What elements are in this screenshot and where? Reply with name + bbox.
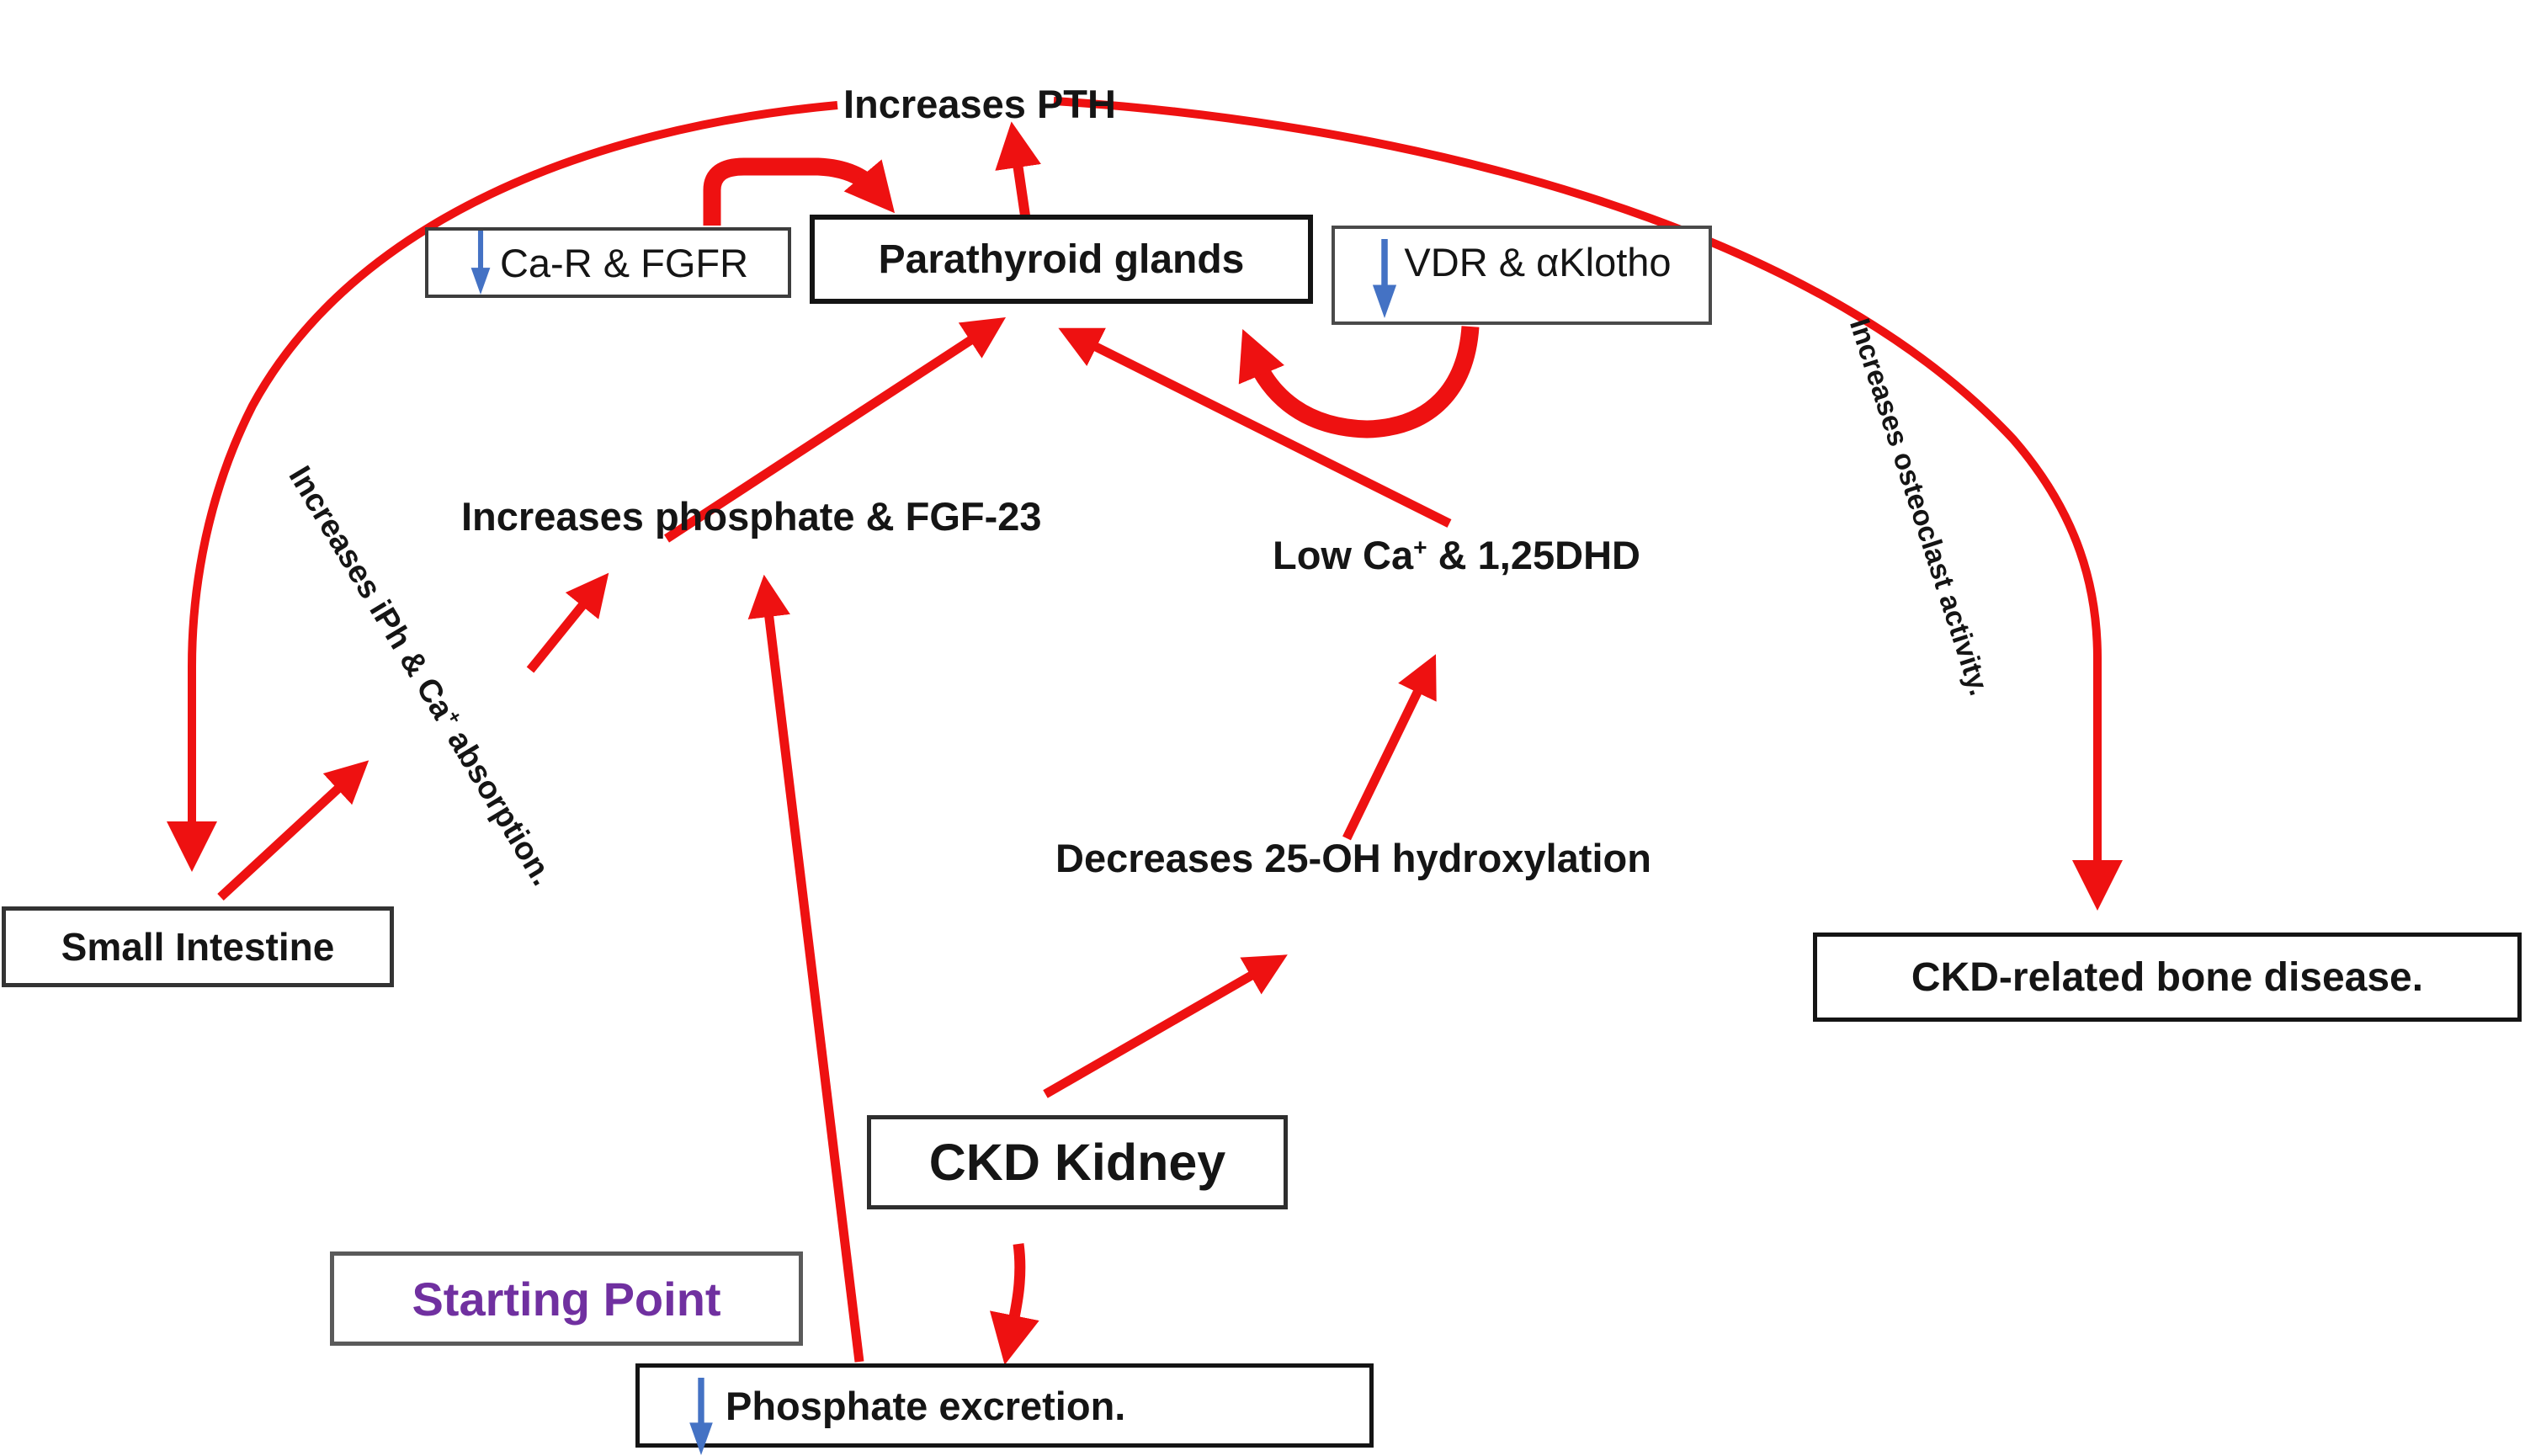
arrow-vdr-loop — [1238, 326, 1480, 438]
decrease-arrow-icon — [1373, 239, 1397, 318]
box-label: VDR & αKlotho — [1404, 240, 1672, 284]
box-label: CKD Kidney — [928, 1134, 1226, 1191]
arrow-pth-to-bone-disease — [1053, 97, 2123, 911]
arrow-parathyroid-to-pth — [995, 121, 1041, 216]
box-label: Parathyroid glands — [878, 236, 1245, 282]
box-starting-point: Starting Point — [330, 1251, 803, 1346]
arrow-kidney-to-decreases — [1043, 954, 1288, 1098]
box-label: Phosphate excretion. — [726, 1383, 1126, 1428]
arrow-ca-r-loop — [703, 157, 896, 226]
arrow-lowca-to-parathyroid — [1058, 327, 1452, 528]
box-label: Starting Point — [412, 1272, 721, 1326]
arrow-phosphate-to-parathyroid — [663, 316, 1007, 543]
box-phosphate-excretion: Phosphate excretion. — [635, 1363, 1374, 1455]
arrow-kidney-to-excretion — [990, 1243, 1039, 1365]
arrow-pth-to-small-intestine — [167, 101, 838, 873]
arrow-excretion-to-phosphate — [747, 574, 864, 1363]
box-ckd-bone-disease: CKD-related bone disease. — [1813, 933, 2522, 1022]
box-ca-r-fgfr: Ca-R & FGFR — [425, 227, 791, 298]
decrease-arrow-icon — [689, 1378, 713, 1455]
arrow-absorption-to-phosphate — [526, 572, 609, 673]
box-label: Ca-R & FGFR — [499, 240, 749, 285]
box-small-intestine: Small Intestine — [2, 906, 394, 987]
label-decreases-25oh: Decreases 25-OH hydroxylation — [1055, 836, 1651, 880]
label-increases-pth: Increases PTH — [843, 82, 1116, 126]
label-low-ca-125dhd: Low Ca+ & 1,25DHD — [1273, 533, 1640, 577]
box-vdr-klotho: VDR & αKlotho — [1332, 226, 1712, 325]
arrow-intestine-to-absorption — [217, 760, 369, 901]
box-label: Small Intestine — [61, 925, 335, 969]
label-increases-phosphate-fgf23: Increases phosphate & FGF-23 — [461, 494, 1042, 539]
box-parathyroid-glands: Parathyroid glands — [810, 215, 1313, 304]
arrow-decreases-to-lowca — [1342, 654, 1437, 841]
box-ckd-kidney: CKD Kidney — [867, 1115, 1288, 1209]
box-label: CKD-related bone disease. — [1911, 954, 2424, 1000]
decrease-arrow-icon — [470, 231, 491, 295]
